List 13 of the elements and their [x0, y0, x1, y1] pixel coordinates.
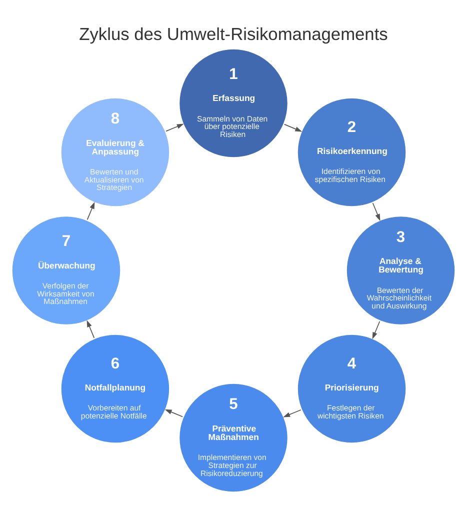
arrow — [166, 123, 184, 132]
arrow — [283, 408, 302, 417]
node-circle: 6 Notfallplanung Vorbereiten auf potenzielle Notfälle — [60, 332, 171, 444]
diagram-title: Zyklus des Umwelt-Risikomanagements — [79, 23, 388, 44]
arrow — [284, 123, 302, 132]
arrow — [372, 202, 380, 220]
arrow — [372, 320, 380, 339]
arrow — [86, 320, 95, 338]
node-circle: 4 Priorisierung Festlegen der wichtigsten Risiken — [296, 332, 408, 444]
node-circle: 2 Risikoerkennung Identifizieren von spezifischen Risiken — [296, 96, 408, 208]
arrow — [164, 408, 184, 417]
arrow — [86, 201, 95, 220]
node-circle: 8 Evaluierung & Anpassung Bewerten und Aktualisieren von Strategien — [60, 96, 171, 208]
